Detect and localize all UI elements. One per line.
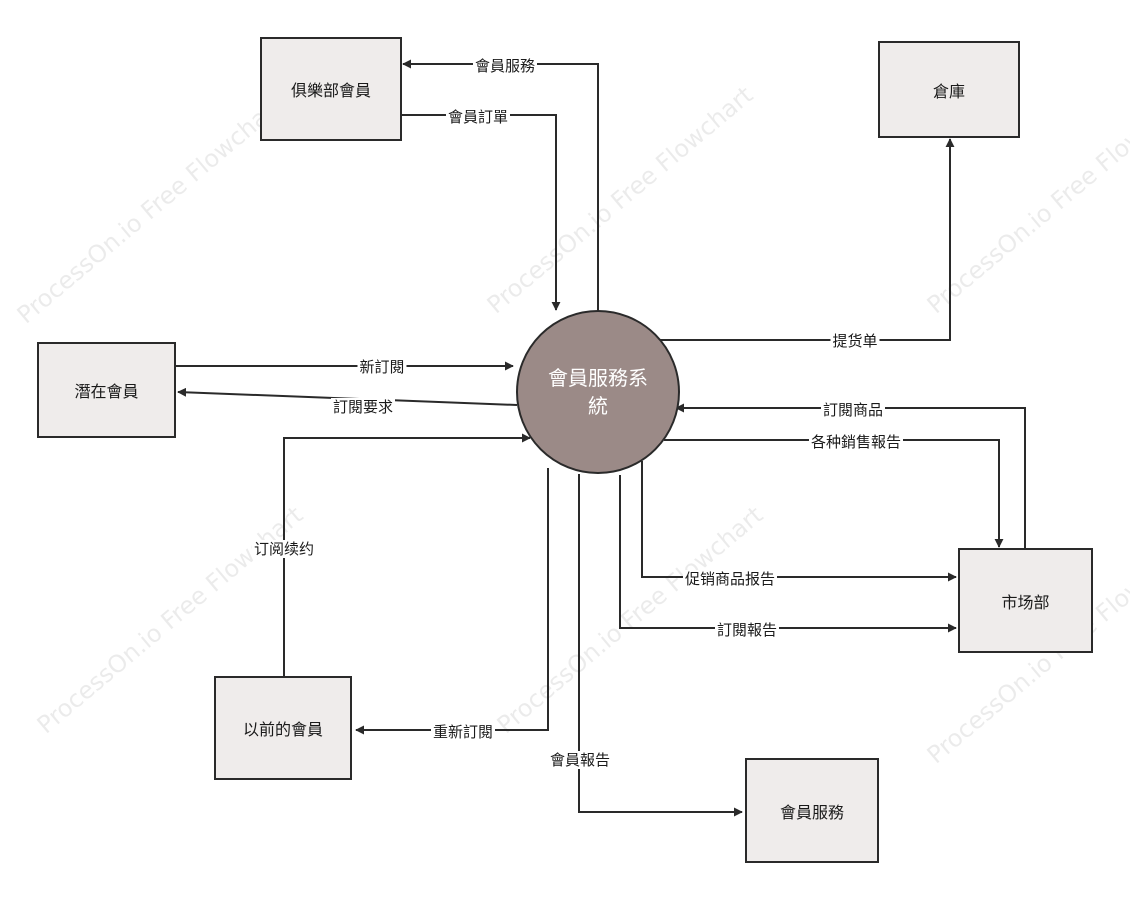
edge-subscription-report: [619, 475, 957, 633]
label-member-report: 會員報告: [547, 751, 613, 769]
edge-resubscribe: [355, 468, 549, 735]
label-resubscribe: 重新訂閱: [430, 723, 496, 741]
edge-renewal: [283, 433, 531, 676]
edge-member-report: [578, 474, 743, 817]
label-subscription-request: 訂閱要求: [330, 398, 396, 416]
node-potential-member[interactable]: 潛在會員: [37, 342, 176, 438]
label-member-service: 會員服務: [472, 57, 538, 75]
label-new-subscription: 新訂閱: [357, 358, 407, 376]
edge-member-service-to-club: [402, 59, 599, 312]
node-former-member[interactable]: 以前的會員: [214, 676, 352, 780]
label-member-order: 會員訂單: [445, 108, 511, 126]
label-subscribed-goods: 訂閱商品: [820, 401, 886, 419]
node-club-member[interactable]: 俱樂部會員: [260, 37, 402, 141]
edge-promo-report: [641, 461, 957, 582]
node-member-service-system[interactable]: 會員服務系統: [516, 310, 680, 474]
edge-member-order: [401, 114, 561, 311]
label-renewal: 订阅续约: [251, 540, 317, 558]
edge-subscribed-goods: [675, 403, 1026, 549]
label-sales-reports: 各种銷售報告: [808, 433, 904, 451]
edge-delivery-note: [660, 138, 955, 341]
node-marketing[interactable]: 市场部: [958, 548, 1093, 653]
label-subscription-report: 訂閱報告: [714, 621, 780, 639]
node-member-service[interactable]: 會員服務: [745, 758, 879, 863]
node-warehouse[interactable]: 倉庫: [878, 41, 1020, 138]
edge-sales-reports: [664, 439, 1004, 548]
label-promo-report: 促销商品报告: [682, 570, 778, 588]
label-delivery-note: 提货单: [830, 332, 880, 350]
